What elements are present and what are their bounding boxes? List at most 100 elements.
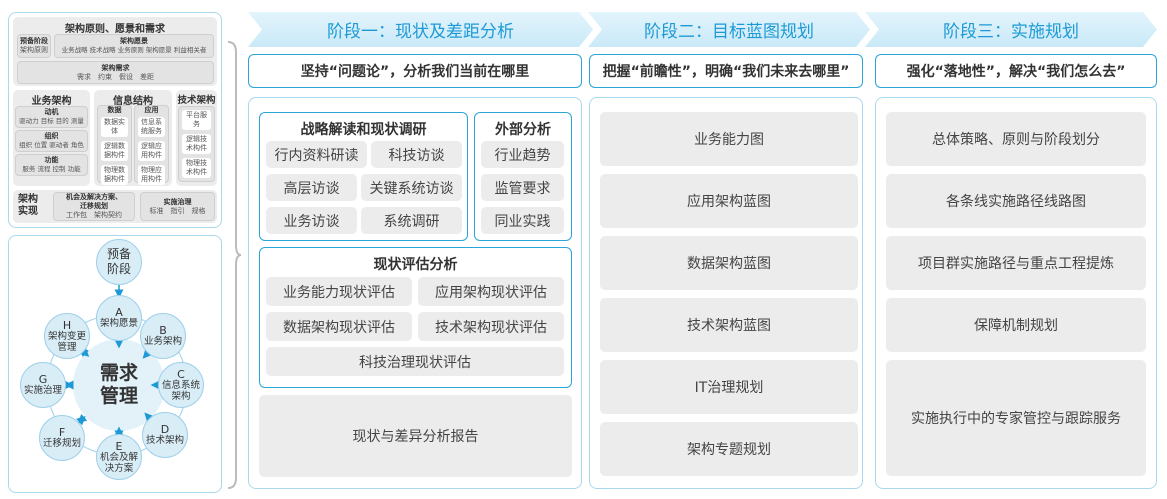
phase-label: 迁移规划	[42, 438, 81, 449]
data-box: 数据 数据实体 逻辑数据构件 物理数据构件	[97, 105, 132, 185]
stage-3-item: 保障机制规划	[886, 298, 1146, 352]
external-title: 外部分析	[495, 122, 551, 138]
realization-title: 架构实现	[18, 194, 38, 217]
stage-title: 阶段一：现状及差距分析	[327, 22, 514, 42]
stage-2-item: 架构专题规划	[600, 422, 858, 476]
requirements-title: 架构需求	[101, 63, 130, 72]
prelim-item: 架构原则	[20, 46, 48, 54]
assessment-title: 现状评估分析	[373, 257, 458, 273]
center-circle	[73, 339, 165, 431]
assessment-item: 科技治理现状评估	[266, 347, 564, 376]
opportunity-box: 机会及解决方案、迁移规划 工作包 架构契约	[53, 192, 135, 221]
app-title: 应用	[144, 106, 159, 114]
governance-box: 实施治理 标准 指引 规格	[140, 192, 215, 221]
business-group: 功能服务 流程 控制 功能	[15, 154, 88, 176]
phase-label: 业务架构	[143, 336, 182, 347]
business-group: 组织组织 位置 驱动者 角色	[15, 130, 88, 152]
group-title: 动机	[44, 108, 59, 116]
vision-items: 业务战略 技术战略 业务原则 架构愿景 利益相关者	[61, 46, 207, 54]
group-title: 组织	[44, 132, 59, 140]
phase-letter: D	[160, 423, 170, 436]
business-title: 业务架构	[31, 96, 72, 107]
external-item: 行业趋势	[481, 141, 564, 168]
stage-2-panel: 业务能力图 应用架构蓝图 数据架构蓝图 技术架构蓝图 IT治理规划 架构专题规划	[589, 97, 863, 489]
stage-2-item: 技术架构蓝图	[600, 298, 858, 352]
group-items: 组织 位置 驱动者 角色	[19, 141, 84, 149]
information-section: 信息结构 数据 数据实体 逻辑数据构件 物理数据构件 应用 信息系统服务 逻辑应…	[94, 90, 172, 186]
strategy-item: 科技访谈	[371, 141, 462, 168]
assessment-item: 技术架构现状评估	[418, 312, 564, 341]
external-box: 外部分析 行业趋势 监管要求 同业实践	[474, 112, 572, 241]
stage-2-item: IT治理规划	[600, 360, 858, 414]
stage-3-item: 各条线实施路径线路图	[886, 174, 1146, 228]
realization-section: 架构实现 机会及解决方案、迁移规划 工作包 架构契约 实施治理 标准 指引 规格	[13, 190, 217, 223]
stage-2-slogan: 把握“前瞻性”，明确“我们未来去哪里”	[589, 54, 863, 88]
stage-3-item: 实施执行中的专家管控与跟踪服务	[886, 360, 1146, 476]
strategy-item: 关键系统访谈	[361, 174, 462, 201]
data-item: 数据实体	[101, 117, 128, 137]
technology-item: 平台服务	[182, 110, 211, 130]
business-group: 动机驱动力 目标 目的 测量	[15, 106, 88, 128]
technology-item: 逻辑技术构件	[182, 134, 211, 154]
stage-1-header: 阶段一：现状及差距分析	[248, 12, 593, 47]
phase-label: 机会及解决方案	[99, 451, 138, 474]
prelim-box: 预备阶段 架构原则	[17, 34, 51, 58]
technology-title: 技术架构	[177, 95, 216, 106]
technology-section: 技术架构 平台服务 逻辑技术构件 物理技术构件	[176, 90, 217, 186]
phase-letter: A	[115, 306, 123, 319]
opportunity-items: 工作包 架构契约	[66, 211, 122, 219]
group-items: 服务 流程 控制 功能	[22, 165, 81, 173]
phase-letter: H	[62, 318, 72, 332]
group-items: 驱动力 目标 目的 测量	[19, 117, 84, 125]
phase-letter: G	[38, 373, 48, 386]
principles-section: 架构原则、愿景和需求 预备阶段 架构原则 架构愿景 业务战略 技术战略 业务原则…	[13, 17, 217, 86]
governance-title: 实施治理	[163, 197, 192, 206]
app-item: 逻辑应用构件	[138, 141, 165, 161]
assessment-item: 应用架构现状评估	[418, 277, 564, 306]
requirements-items: 需求 约束 假设 差距	[77, 72, 154, 81]
strategy-item: 高层访谈	[266, 174, 357, 201]
vision-box: 架构愿景 业务战略 技术战略 业务原则 架构愿景 利益相关者	[54, 34, 214, 58]
app-box: 应用 信息系统服务 逻辑应用构件 物理应用构件	[134, 105, 169, 185]
group-title: 功能	[44, 156, 59, 164]
phase-letter: C	[177, 367, 185, 381]
stage-3-header: 阶段三：实施规划	[865, 12, 1157, 47]
data-item: 逻辑数据构件	[101, 141, 128, 161]
stage-title: 阶段三：实施规划	[943, 22, 1079, 42]
center-label: 需求管理	[99, 362, 138, 407]
technology-item: 物理技术构件	[182, 158, 211, 178]
stage-3-item: 项目群实施路径与重点工程提炼	[886, 236, 1146, 290]
app-item: 信息系统服务	[138, 117, 165, 137]
report-box: 现状与差异分析报告	[259, 395, 572, 477]
stage-1-panel: 战略解读和现状调研 行内资料研读 科技访谈 高层访谈 关键系统访谈 业务访谈 系…	[248, 97, 582, 489]
governance-items: 标准 指引 规格	[149, 206, 206, 215]
strategy-item: 业务访谈	[266, 207, 357, 234]
prelim-title: 预备阶段	[20, 37, 48, 45]
phase-label: 实施治理	[23, 385, 62, 396]
business-section: 业务架构 动机驱动力 目标 目的 测量 组织组织 位置 驱动者 角色 功能服务 …	[13, 90, 90, 186]
prelim-node[interactable]: 预备阶段	[96, 239, 142, 285]
assessment-item: 数据架构现状评估	[266, 312, 412, 341]
strategy-title: 战略解读和现状调研	[300, 122, 427, 138]
prelim-label: 预备阶段	[106, 247, 131, 276]
stage-2-item: 应用架构蓝图	[600, 174, 858, 228]
data-item: 物理数据构件	[101, 165, 128, 185]
stage-title: 阶段二：目标蓝图规划	[644, 22, 814, 42]
phase-letter: F	[58, 426, 66, 439]
assessment-item: 业务能力现状评估	[266, 277, 412, 306]
center-requirements-management[interactable]: 需求管理	[94, 360, 144, 410]
phase-label: 技术架构	[145, 435, 184, 446]
stage-3-panel: 总体策略、原则与阶段划分 各条线实施路径线路图 项目群实施路径与重点工程提炼 保…	[875, 97, 1157, 489]
assessment-box: 现状评估分析 业务能力现状评估 应用架构现状评估 数据架构现状评估 技术架构现状…	[259, 247, 572, 388]
strategy-item: 行内资料研读	[266, 141, 367, 168]
external-item: 监管要求	[481, 174, 564, 201]
opportunity-title: 机会及解决方案、迁移规划	[66, 193, 122, 210]
